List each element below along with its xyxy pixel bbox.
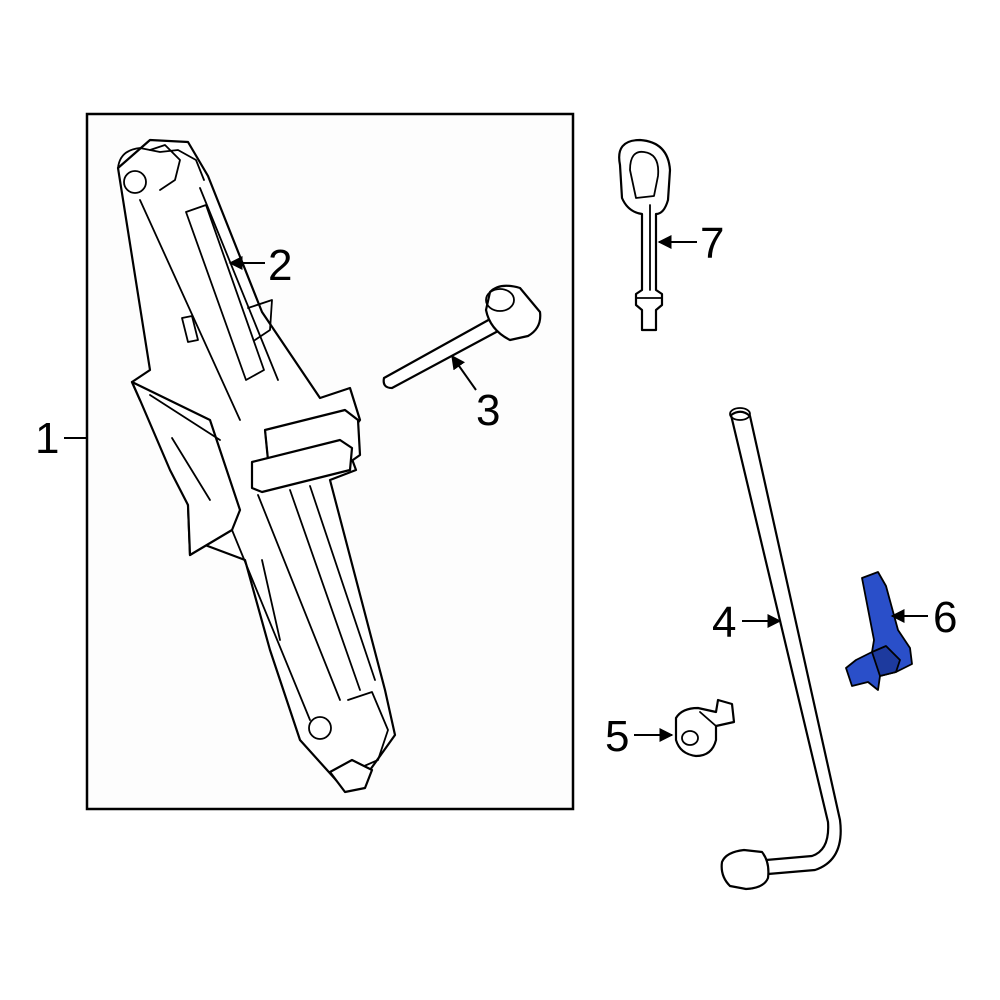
callout-6: 6 [890, 593, 957, 642]
lug-wrench-bar[interactable] [720, 407, 842, 891]
callout-number-5: 5 [605, 712, 629, 761]
retainer-clip[interactable] [674, 698, 736, 758]
callout-number-1: 1 [35, 414, 59, 463]
callout-4: 4 [712, 598, 782, 647]
jack-bracket-highlighted[interactable] [845, 571, 913, 691]
callout-number-7: 7 [700, 219, 724, 268]
scissor-jack[interactable] [116, 138, 397, 794]
callout-7: 7 [657, 219, 724, 268]
callout-3: 3 [451, 354, 500, 435]
callout-number-2: 2 [268, 241, 292, 290]
tow-hook[interactable] [618, 138, 672, 332]
callout-5: 5 [605, 712, 674, 761]
callout-1: 1 [35, 414, 87, 463]
jack-handle-rod[interactable] [382, 284, 542, 390]
callout-number-4: 4 [712, 598, 736, 647]
callout-2: 2 [228, 241, 292, 290]
callout-number-6: 6 [933, 593, 957, 642]
callout-number-3: 3 [476, 386, 500, 435]
